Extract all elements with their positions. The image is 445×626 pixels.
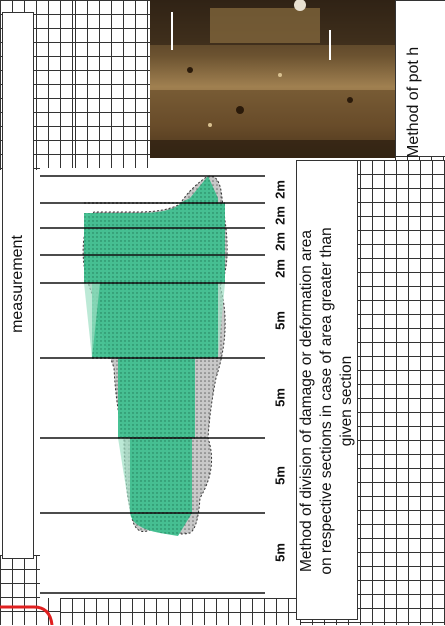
section-label: 2m: [273, 226, 288, 256]
diagram-panel: 2m2m2m2m5m5m5m5m: [40, 168, 302, 598]
measurement-label: measurement: [9, 184, 27, 384]
section-label: 2m: [273, 174, 288, 204]
photo-caption-panel: Method of pot h: [395, 0, 445, 157]
grid-top-strip: [75, 0, 155, 168]
photo-texture: [150, 0, 395, 158]
section-label: 5m: [273, 305, 288, 335]
damage-area-diagram: [40, 168, 302, 598]
section-label: 5m: [273, 383, 288, 413]
section-label: 2m: [273, 254, 288, 284]
measurement-panel: measurement: [2, 12, 34, 559]
caption-text: Method of division of damage or deformat…: [297, 176, 357, 626]
pothole-photo: [150, 0, 395, 158]
section-label: 2m: [273, 200, 288, 230]
photo-caption: Method of pot h: [405, 0, 423, 158]
caption-line-1: Method of division of damage or deformat…: [297, 176, 317, 626]
caption-line-2: on respective sections in case of area g…: [317, 176, 337, 626]
section-label: 5m: [273, 538, 288, 568]
section-label: 5m: [273, 460, 288, 490]
caption-box: Method of division of damage or deformat…: [296, 160, 358, 620]
caption-line-3: given section: [337, 176, 357, 626]
